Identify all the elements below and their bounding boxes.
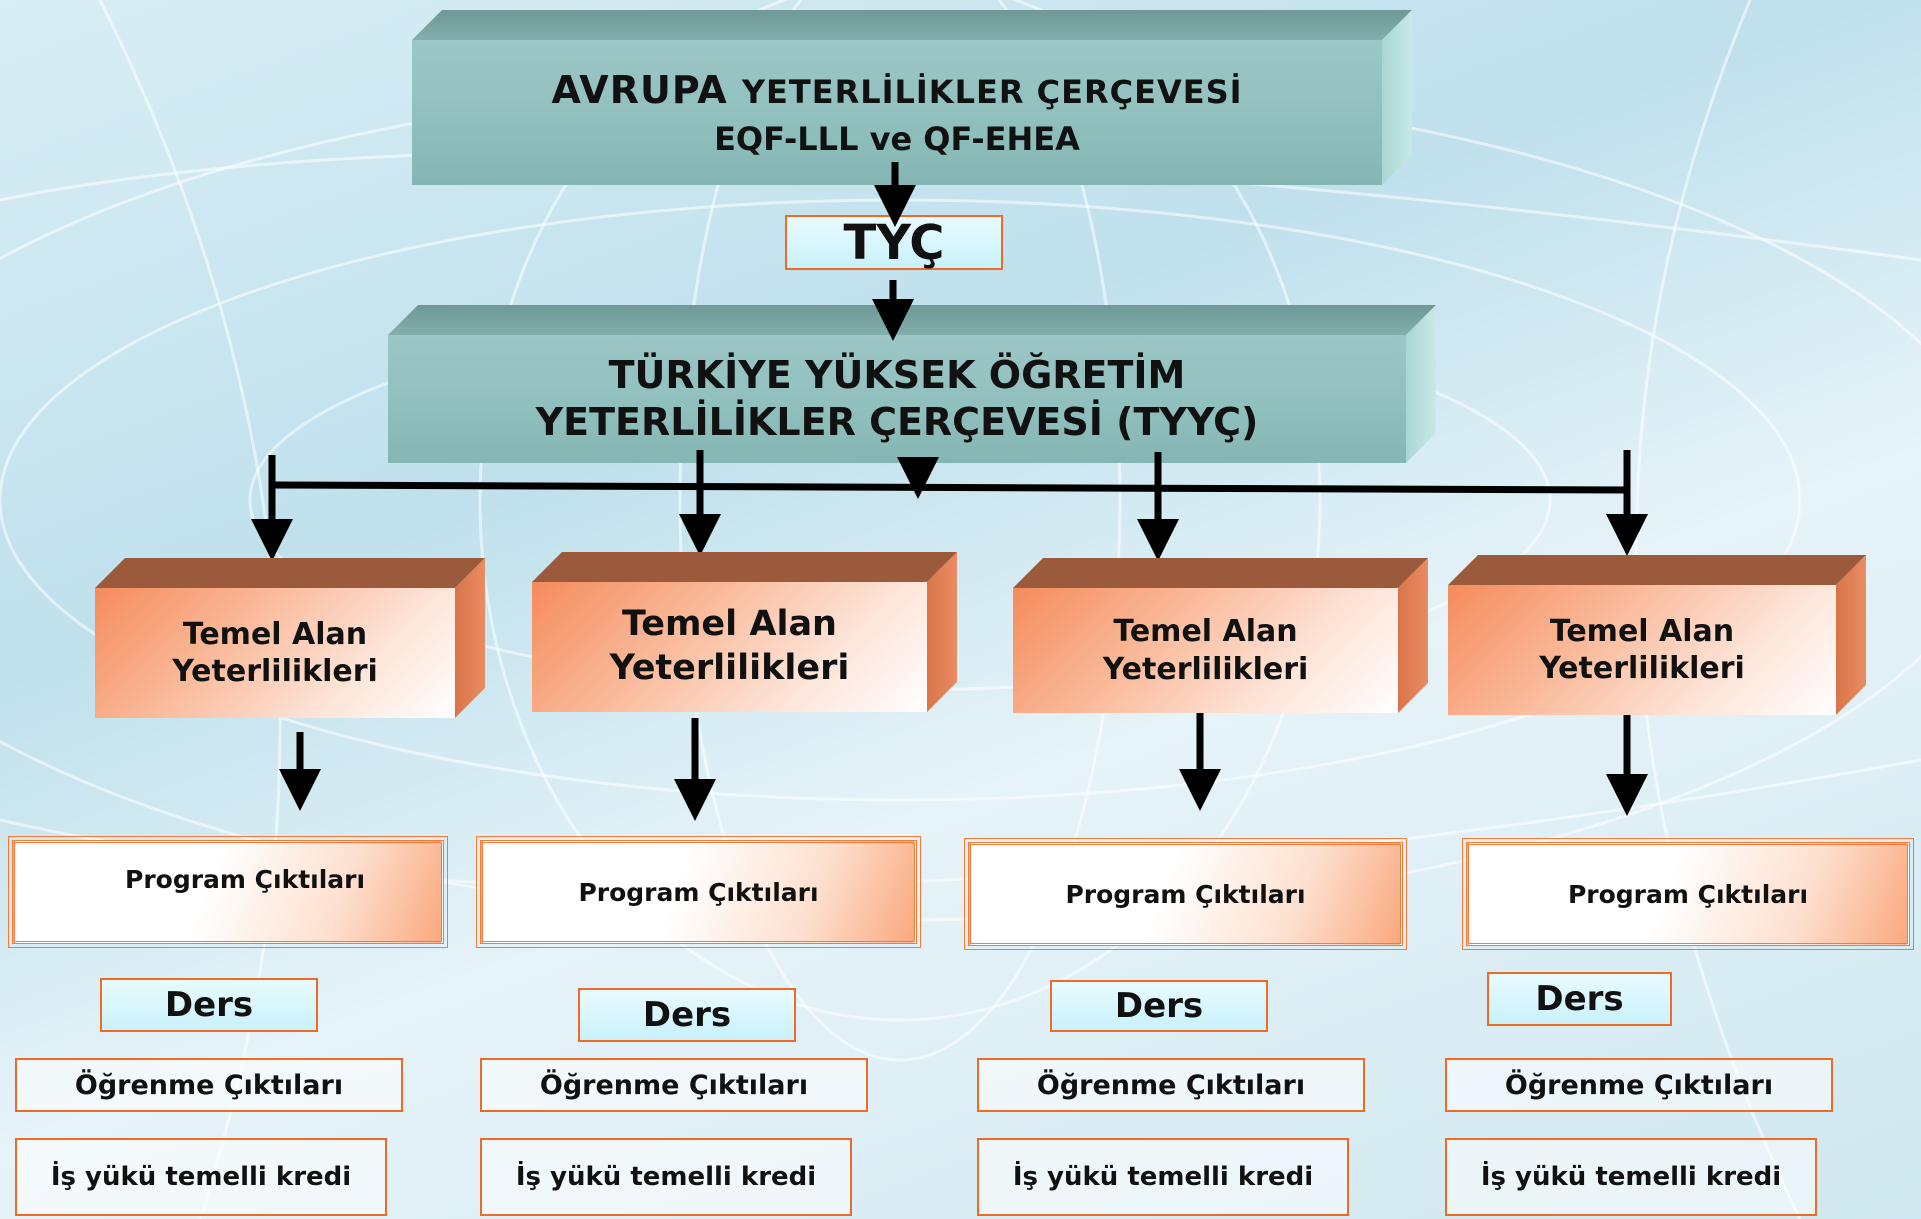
learning-outcomes-box-4: Öğrenme Çıktıları [1445,1058,1833,1112]
learning-outcomes-box-3: Öğrenme Çıktıları [977,1058,1365,1112]
workload-credit-label: İş yükü temelli kredi [50,1162,352,1192]
tyyc-box: TÜRKİYE YÜKSEK ÖĞRETİM YETERLİLİKLER ÇER… [388,305,1436,463]
field-qualifications-line1: Temel Alan [182,616,368,652]
program-outcomes-label: Program Çıktıları [578,877,819,907]
program-outcomes-label: Program Çıktıları [125,865,366,894]
program-outcomes-box-2: Program Çıktıları [476,836,921,948]
field-qualifications-box-4: Temel Alan Yeterlilikleri [1448,555,1866,715]
field-qualifications-line2: Yeterlilikleri [1102,651,1309,687]
field-qualifications-line2: Yeterlilikleri [1539,651,1745,686]
program-outcomes-label: Program Çıktıları [1065,879,1306,909]
field-qualifications-line2: Yeterlilikleri [609,648,850,688]
program-outcomes-label: Program Çıktıları [1567,879,1809,909]
workload-credit-label: İş yükü temelli kredi [1480,1162,1782,1192]
course-label: Ders [1114,986,1204,1026]
tyyc-line2: YETERLİLİKLER ÇERÇEVESİ (TYYÇ) [535,400,1259,444]
workload-credit-box-1: İş yükü temelli kredi [15,1138,387,1216]
course-box-3: Ders [1050,980,1268,1032]
course-label: Ders [164,985,254,1025]
field-qualifications-box-1: Temel Alan Yeterlilikleri [95,558,485,718]
learning-outcomes-label: Öğrenme Çıktıları [1036,1069,1306,1101]
eqf-box: AVRUPA YETERLİLİKLER ÇERÇEVESİ EQF-LLL v… [412,10,1412,185]
field-qualifications-line2: Yeterlilikleri [172,654,378,689]
course-label: Ders [642,995,732,1035]
tyyc-line1: TÜRKİYE YÜKSEK ÖĞRETİM [608,352,1186,397]
learning-outcomes-box-2: Öğrenme Çıktıları [480,1058,868,1112]
course-box-4: Ders [1487,972,1672,1026]
eqf-subtitle: EQF-LLL ve QF-EHEA [714,119,1080,158]
course-box-2: Ders [578,988,796,1042]
course-box-1: Ders [100,978,318,1032]
field-qualifications-box-2: Temel Alan Yeterlilikleri [532,552,957,712]
workload-credit-box-4: İş yükü temelli kredi [1445,1138,1817,1216]
workload-credit-box-3: İş yükü temelli kredi [977,1138,1349,1216]
learning-outcomes-label: Öğrenme Çıktıları [1504,1069,1774,1101]
program-outcomes-box-4: Program Çıktıları [1462,838,1914,950]
field-qualifications-line1: Temel Alan [622,604,837,645]
learning-outcomes-label: Öğrenme Çıktıları [539,1069,809,1101]
field-qualifications-line1: Temel Alan [1549,613,1735,649]
field-qualifications-box-3: Temel Alan Yeterlilikleri [1013,558,1428,713]
program-outcomes-box-1: Program Çıktıları [8,836,448,948]
program-outcomes-box-3: Program Çıktıları [964,838,1407,950]
workload-credit-box-2: İş yükü temelli kredi [480,1138,852,1216]
workload-credit-label: İş yükü temelli kredi [1012,1162,1314,1192]
learning-outcomes-box-1: Öğrenme Çıktıları [15,1058,403,1112]
eqf-title-rest: YETERLİLİKLER ÇERÇEVESİ [741,72,1243,111]
eqf-title-bold: AVRUPA [551,67,728,112]
workload-credit-label: İş yükü temelli kredi [515,1162,817,1192]
field-qualifications-line1: Temel Alan [1113,614,1298,649]
course-label: Ders [1535,979,1624,1019]
learning-outcomes-label: Öğrenme Çıktıları [74,1069,344,1101]
